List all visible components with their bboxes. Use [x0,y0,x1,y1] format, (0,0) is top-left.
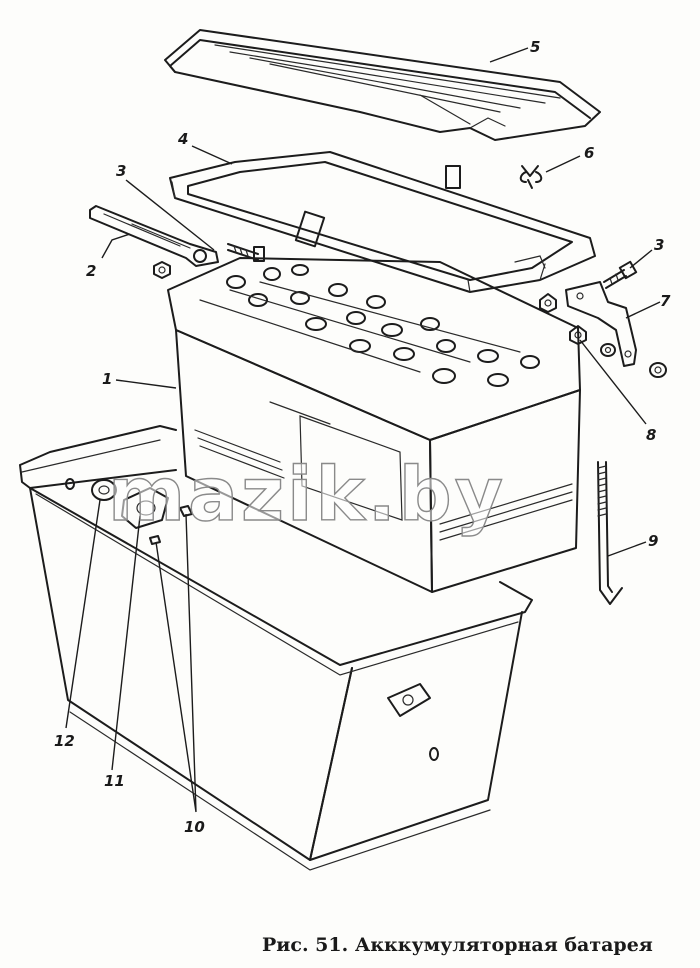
callout-2: 2 [86,262,96,280]
callout-3-left: 3 [116,162,126,180]
callout-7: 7 [660,292,671,310]
nut-left [153,261,171,279]
drain-plug-part-12 [91,479,117,501]
battery-tray [19,425,533,871]
cell-caps [226,264,540,387]
callout-10: 10 [184,818,205,836]
figure-caption: Рис. 51. Акккумуляторная батарея [262,934,653,956]
bolt-right-part-3 [603,260,638,289]
clamp-frame-part-4 [169,151,596,293]
callout-1: 1 [102,370,112,388]
bolt-left-part-3 [227,243,265,262]
callout-5: 5 [530,38,540,56]
tie-rod-part-9 [597,461,623,605]
battery-body-part-1 [167,257,581,593]
wing-nut-part-6 [519,165,543,189]
screw-part-10 [149,505,193,545]
gasket-part-11 [121,487,169,529]
callout-11: 11 [104,772,125,790]
holder-bar-part-2 [89,205,219,267]
callout-6: 6 [584,144,594,162]
callout-9: 9 [648,532,658,550]
leader-lines [65,47,661,813]
callout-8: 8 [646,426,656,444]
watermark-text: mazik.by [108,452,506,538]
callout-12: 12 [54,732,75,750]
callout-3-right: 3 [654,236,664,254]
battery-cover-part-5 [164,29,601,141]
callout-4: 4 [177,130,188,148]
terminal-bracket-part-7 [565,281,637,367]
washers-part-8 [539,293,667,378]
